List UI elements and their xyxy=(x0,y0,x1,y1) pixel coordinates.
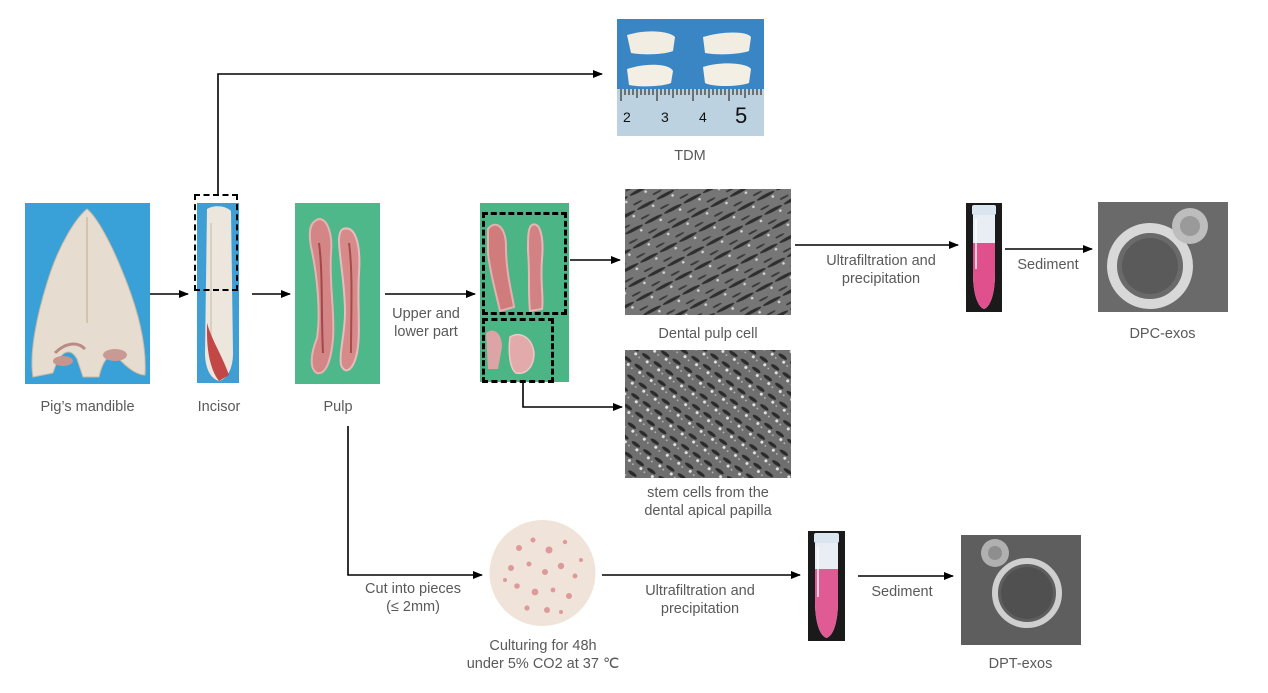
label-tdm: TDM xyxy=(674,148,706,164)
centrifuge-tube-top xyxy=(966,203,1002,312)
pigs-mandible-photo xyxy=(25,203,150,384)
upper-part-crop-box xyxy=(482,212,567,315)
arrow-incisor-to-tdm xyxy=(217,70,603,194)
label-scap: stem cells from the dental apical papill… xyxy=(644,485,772,519)
pulp-parts-photo xyxy=(480,203,569,382)
arrow-pulp-to-dish xyxy=(347,426,483,579)
label-culturing: Culturing for 48h under 5% CO2 at 37 ℃ xyxy=(466,638,620,672)
label-dpc-exos: DPC-exos xyxy=(1129,326,1196,342)
label-pigs-mandible: Pig’s mandible xyxy=(40,399,135,415)
culture-dish xyxy=(489,520,596,626)
ruler-number: 2 xyxy=(623,109,631,125)
scap-micrograph xyxy=(625,350,791,478)
label-dental-pulp-cell: Dental pulp cell xyxy=(658,326,758,342)
pulp-photo xyxy=(295,203,380,384)
lower-part-crop-box xyxy=(482,318,554,383)
ruler-number: 3 xyxy=(661,109,669,125)
label-incisor: Incisor xyxy=(197,399,241,415)
centrifuge-tube-bottom xyxy=(808,531,845,641)
label-dpt-exos: DPT-exos xyxy=(988,656,1053,672)
label-pulp: Pulp xyxy=(323,399,353,415)
label-ultrafiltration-top: Ultrafiltration and precipitation xyxy=(826,253,936,287)
ruler: 2 3 4 5 xyxy=(617,89,764,136)
dental-pulp-cell-micrograph xyxy=(625,189,791,315)
ruler-number: 5 xyxy=(735,103,748,128)
incisor-crop-box xyxy=(194,194,238,291)
label-ultrafiltration-bottom: Ultrafiltration and precipitation xyxy=(645,583,755,617)
label-cut-pieces: Cut into pieces (≤ 2mm) xyxy=(365,581,461,615)
arrow-lower-to-scap xyxy=(522,383,623,411)
label-sediment-bottom: Sediment xyxy=(871,584,933,600)
label-sediment-top: Sediment xyxy=(1017,257,1079,273)
dpt-exos-tem xyxy=(961,535,1081,645)
label-upper-lower: Upper and lower part xyxy=(392,306,460,340)
ruler-number: 4 xyxy=(699,109,707,125)
tdm-photo: 2 3 4 5 xyxy=(617,19,764,136)
incisor-photo xyxy=(197,203,239,383)
dpc-exos-tem xyxy=(1098,202,1228,312)
